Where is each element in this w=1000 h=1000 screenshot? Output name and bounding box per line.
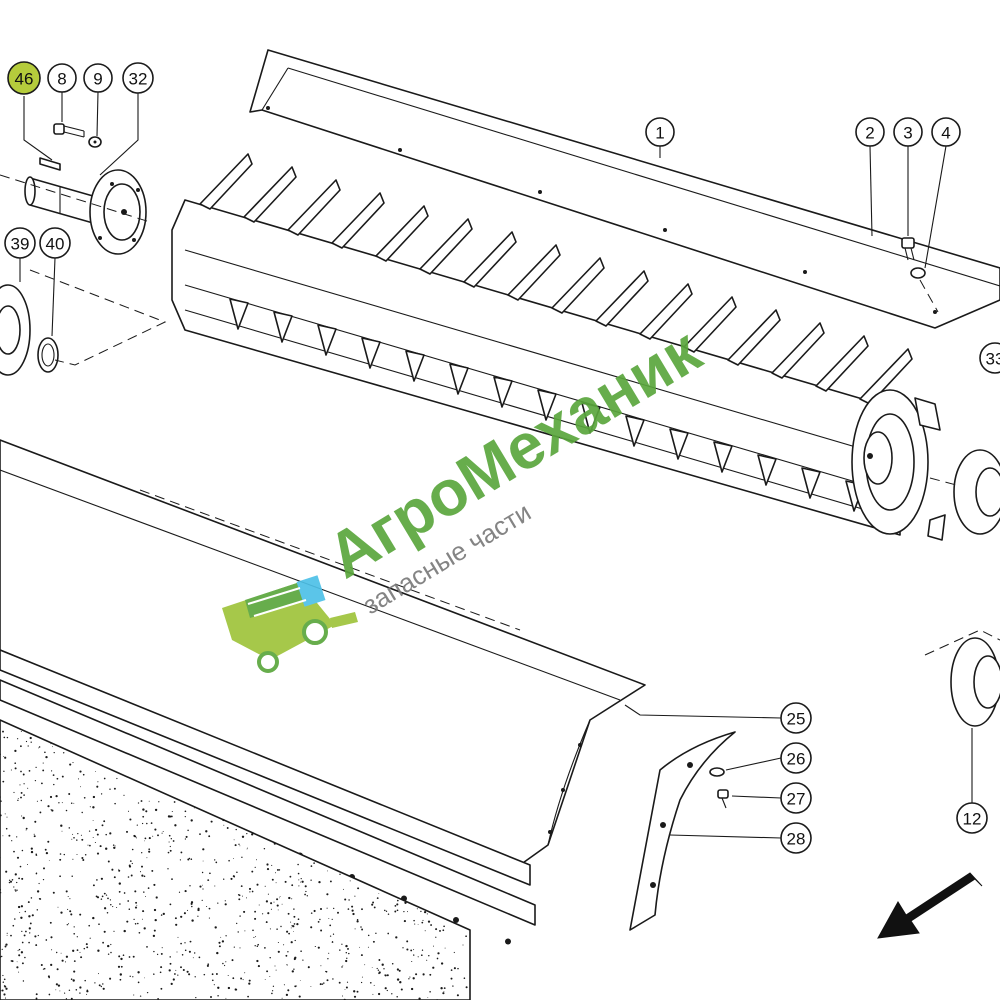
- key-pin: [39, 157, 61, 171]
- left-bearing: [0, 284, 31, 376]
- drum-tooth: [405, 350, 425, 382]
- svg-text:33: 33: [986, 350, 1000, 369]
- drum-tooth: [595, 270, 649, 327]
- drum-tooth: [361, 337, 381, 369]
- svg-text:2: 2: [865, 124, 874, 143]
- drum-tooth: [757, 454, 777, 486]
- callout-46[interactable]: 46: [7, 61, 41, 95]
- svg-text:8: 8: [57, 70, 66, 89]
- callout-2[interactable]: 2: [855, 117, 885, 147]
- callout-33[interactable]: 33: [979, 342, 1000, 374]
- drum-tooth: [551, 257, 605, 314]
- washer-26: [709, 767, 725, 777]
- drum-tooth: [375, 205, 429, 262]
- callout-26[interactable]: 26: [780, 742, 812, 774]
- drum-tooth: [317, 324, 337, 356]
- leader-lines: [19, 91, 973, 839]
- callout-32[interactable]: 32: [122, 62, 154, 94]
- washer-9: [88, 136, 102, 148]
- callout-8[interactable]: 8: [47, 63, 77, 93]
- bolt-27: [717, 789, 729, 809]
- drum-tooth: [815, 335, 869, 392]
- svg-text:40: 40: [46, 235, 65, 254]
- rail-bolt: [453, 917, 459, 923]
- seal-ring-40: [37, 337, 59, 373]
- svg-text:46: 46: [15, 70, 34, 89]
- bolt-3: [901, 237, 915, 261]
- drum-tooth: [449, 363, 469, 395]
- callout-27[interactable]: 27: [780, 782, 812, 814]
- svg-text:1: 1: [655, 124, 664, 143]
- drum-tooth: [859, 348, 913, 405]
- drum-tooth: [331, 192, 385, 249]
- svg-text:28: 28: [787, 830, 806, 849]
- right-flange-12: [924, 629, 1000, 727]
- svg-text:26: 26: [787, 750, 806, 769]
- callout-4[interactable]: 4: [931, 117, 961, 147]
- callout-28[interactable]: 28: [780, 822, 812, 854]
- right-flange-33: [929, 449, 1000, 535]
- drum-tooth: [463, 231, 517, 288]
- callout-40[interactable]: 40: [39, 227, 71, 259]
- top-cover-sheet: [249, 49, 1000, 329]
- drum-tooth: [243, 166, 297, 223]
- drum-tooth: [771, 322, 825, 379]
- bolt-8: [53, 123, 85, 138]
- callout-9[interactable]: 9: [83, 63, 113, 93]
- drum-tooth: [639, 283, 693, 340]
- svg-text:27: 27: [787, 790, 806, 809]
- svg-text:32: 32: [129, 70, 148, 89]
- rubber-flap: [0, 719, 471, 1000]
- combine-harvester-logo: [222, 575, 358, 673]
- washer-4: [910, 267, 939, 313]
- callout-1[interactable]: 1: [645, 117, 675, 147]
- svg-text:4: 4: [941, 124, 950, 143]
- drum-tooth: [683, 296, 737, 353]
- rail-bolt: [505, 938, 511, 945]
- concave-sheet-25: [0, 439, 646, 866]
- svg-text:25: 25: [787, 710, 806, 729]
- callout-25[interactable]: 25: [780, 702, 812, 734]
- callout-3[interactable]: 3: [893, 117, 923, 147]
- drum-tooth: [507, 244, 561, 301]
- callout-39[interactable]: 39: [4, 227, 36, 259]
- drum-tooth: [199, 153, 253, 210]
- callouts: 46 8 9 32 1 2 3 4 39 40 33 25 26 27 28 1…: [4, 61, 1000, 854]
- side-plate-28: [629, 731, 736, 931]
- callout-12[interactable]: 12: [956, 802, 988, 834]
- svg-text:3: 3: [903, 124, 912, 143]
- drum-tooth: [419, 218, 473, 275]
- drum-tooth: [273, 311, 293, 343]
- beater-drum: [171, 153, 946, 541]
- drum-tooth: [581, 402, 601, 434]
- svg-text:9: 9: [93, 70, 102, 89]
- drum-tooth: [625, 415, 645, 447]
- drum-tooth: [537, 389, 557, 421]
- drum-tooth: [287, 179, 341, 236]
- drum-tooth: [493, 376, 513, 408]
- svg-text:39: 39: [11, 235, 30, 254]
- drum-tooth: [713, 441, 733, 473]
- drum-tooth: [801, 467, 821, 499]
- drum-tooth: [669, 428, 689, 460]
- drum-tooth: [229, 298, 249, 330]
- direction-arrow: [877, 872, 983, 939]
- svg-text:12: 12: [963, 810, 982, 829]
- drum-tooth: [727, 309, 781, 366]
- lower-rail: [0, 649, 536, 945]
